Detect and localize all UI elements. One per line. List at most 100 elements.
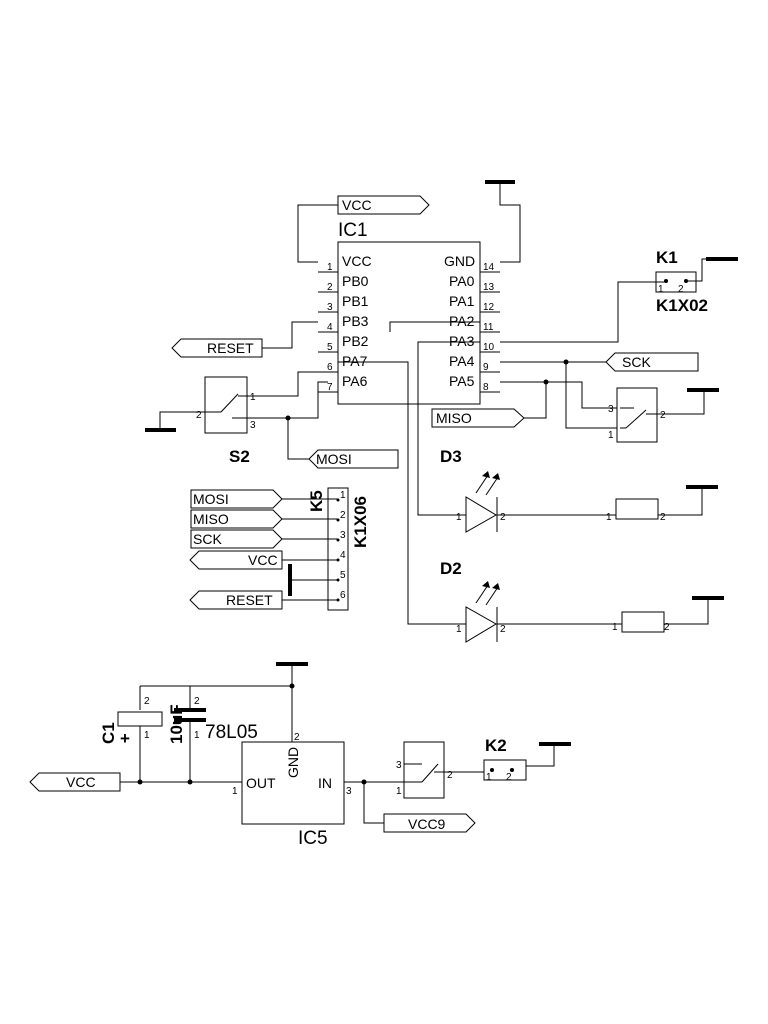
k5-part: K1X06	[351, 496, 370, 548]
r-d3-pin-label: 2	[660, 512, 666, 523]
sck-right-port-label: SCK	[622, 354, 651, 370]
s2-body	[204, 376, 248, 434]
vcc-bottom-port-label: VCC	[66, 774, 96, 790]
ic5-pin-label: 3	[346, 786, 352, 797]
ic5-name: IC5	[298, 828, 328, 849]
k5-pin-label: 5	[340, 570, 346, 581]
led-d3: D3 1 2 1 2	[417, 341, 718, 533]
k5-pin-label: 3	[340, 530, 346, 541]
vcc-top-net: VCC	[297, 195, 430, 263]
ic1-pin-number: 3	[327, 302, 333, 313]
ic1-pin: 4 PB3	[318, 313, 369, 333]
ic1-pin: 7 PA6	[318, 373, 368, 393]
mosi-s2-port-label: MOSI	[316, 451, 352, 467]
ic1-pin-number: 12	[483, 302, 495, 313]
switch-right-body	[616, 387, 658, 443]
ic1-pin-label: PA4	[449, 353, 475, 369]
ic1-pin-number: 9	[483, 362, 489, 373]
ic1-pin: 9 PA4	[449, 353, 500, 373]
s2-pin-label: 2	[196, 410, 202, 421]
vcc9-port-label: VCC9	[408, 816, 446, 832]
c1-body	[117, 711, 163, 727]
d2-pin-label: 1	[456, 624, 462, 635]
ic1-pin-label: PB1	[342, 293, 369, 309]
sck-right-port	[605, 352, 699, 372]
ic1-pin: 2 PB0	[318, 273, 369, 293]
ic1-pin: 1 VCC	[318, 253, 372, 273]
ic5-pin-label: 2	[294, 732, 300, 743]
ic1-pin-label: PA6	[342, 373, 368, 389]
c1-name: C1	[99, 722, 118, 744]
d3-pin-label: 1	[456, 512, 462, 523]
d3-name: D3	[440, 447, 462, 466]
k5-name: K5	[307, 490, 326, 512]
d3-pin-label: 2	[500, 512, 506, 523]
ic1-pin-label: GND	[444, 253, 475, 269]
ic1-pin-label: PA5	[449, 373, 475, 389]
k2-name: K2	[485, 736, 507, 755]
cap2-value: 10uF	[167, 704, 186, 744]
ic1-pin-number: 2	[327, 282, 333, 293]
cap2-pin-label: 2	[194, 696, 200, 707]
switch-right: 3 2 1	[608, 387, 719, 443]
d2-symbol	[465, 606, 497, 643]
vcc-top-port	[337, 195, 430, 215]
d2-name: D2	[440, 559, 462, 578]
ic1-pin-number: 7	[327, 382, 333, 393]
ic1-name: IC1	[338, 220, 368, 241]
ic1-pin-label: PA1	[449, 293, 475, 309]
ic5-gnd-label: GND	[285, 747, 301, 778]
mosi-s2-port	[308, 449, 399, 469]
r-d2-pin-label: 2	[664, 622, 670, 633]
ic5-in-label: IN	[318, 775, 332, 791]
miso-mid-port	[431, 408, 525, 428]
ic1-pin-label: PA2	[449, 313, 475, 329]
ic1-pin-number: 14	[483, 262, 495, 273]
vcc9-port	[383, 813, 476, 833]
ic5-pin-label: 1	[232, 786, 238, 797]
cap2-pin-label: 1	[194, 730, 200, 741]
ic1-pin: 14 GND	[444, 253, 500, 273]
led-d2: D2 1 2 1 2	[338, 361, 724, 643]
ic1-pin-number: 5	[327, 342, 333, 353]
ic1: IC1 1 VCC 2 PB0 3 PB1 4 PB3	[318, 220, 500, 405]
ic1-pin-label: PB2	[342, 333, 369, 349]
k5-mosi-port	[190, 489, 283, 509]
ic1-pin-label: PB3	[342, 313, 369, 329]
s2-name: S2	[229, 447, 250, 466]
reset-left-port	[171, 338, 263, 358]
k5-vcc-port-label: VCC	[248, 552, 278, 568]
switch-bottom-pin-label: 3	[396, 760, 402, 771]
k5-sck-port	[190, 529, 283, 549]
c1-plus: +	[120, 729, 130, 748]
ic1-pin: 8 PA5	[449, 373, 500, 393]
switch-right-pin-label: 3	[608, 404, 614, 415]
miso-mid-port-label: MISO	[436, 410, 472, 426]
ic1-body	[337, 241, 481, 405]
k1-name: K1	[656, 248, 678, 267]
k5-pin-label: 1	[340, 490, 346, 501]
ic1-pin-label: PA0	[449, 273, 475, 289]
ic1-pin: 12 PA1	[449, 293, 500, 313]
ic5-body	[241, 741, 345, 825]
ic1-pin-number: 4	[327, 322, 333, 333]
r-d3-pin-label: 1	[606, 512, 612, 523]
ic1-pin-label: PA3	[449, 333, 475, 349]
r-d2-pin-label: 1	[612, 622, 618, 633]
k5-pin-label: 4	[340, 550, 346, 561]
k1-pin-label: 1	[658, 284, 664, 295]
k5-reset-port-label: RESET	[226, 592, 273, 608]
reset-net: RESET	[171, 321, 318, 358]
c1-pin-label: 1	[144, 730, 150, 741]
ic1-pin: 5 PB2	[318, 333, 369, 353]
ic1-pin-number: 10	[483, 342, 495, 353]
ic1-pin-number: 11	[483, 322, 494, 333]
k2-pin-label: 2	[506, 772, 512, 783]
pb3-wire	[389, 321, 480, 332]
k5-miso-port-label: MISO	[193, 511, 229, 527]
power-section: C1 + 2 1 10uF 2 1 VCC 78L05 IC5 OUT GND …	[29, 662, 571, 849]
s2-pin-label: 3	[250, 420, 256, 431]
ic1-pin-number: 6	[327, 362, 333, 373]
ic1-pin: 6 PA7	[318, 353, 368, 373]
ic1-left-pins: 1 VCC 2 PB0 3 PB1 4 PB3 5 PB2	[318, 253, 372, 393]
